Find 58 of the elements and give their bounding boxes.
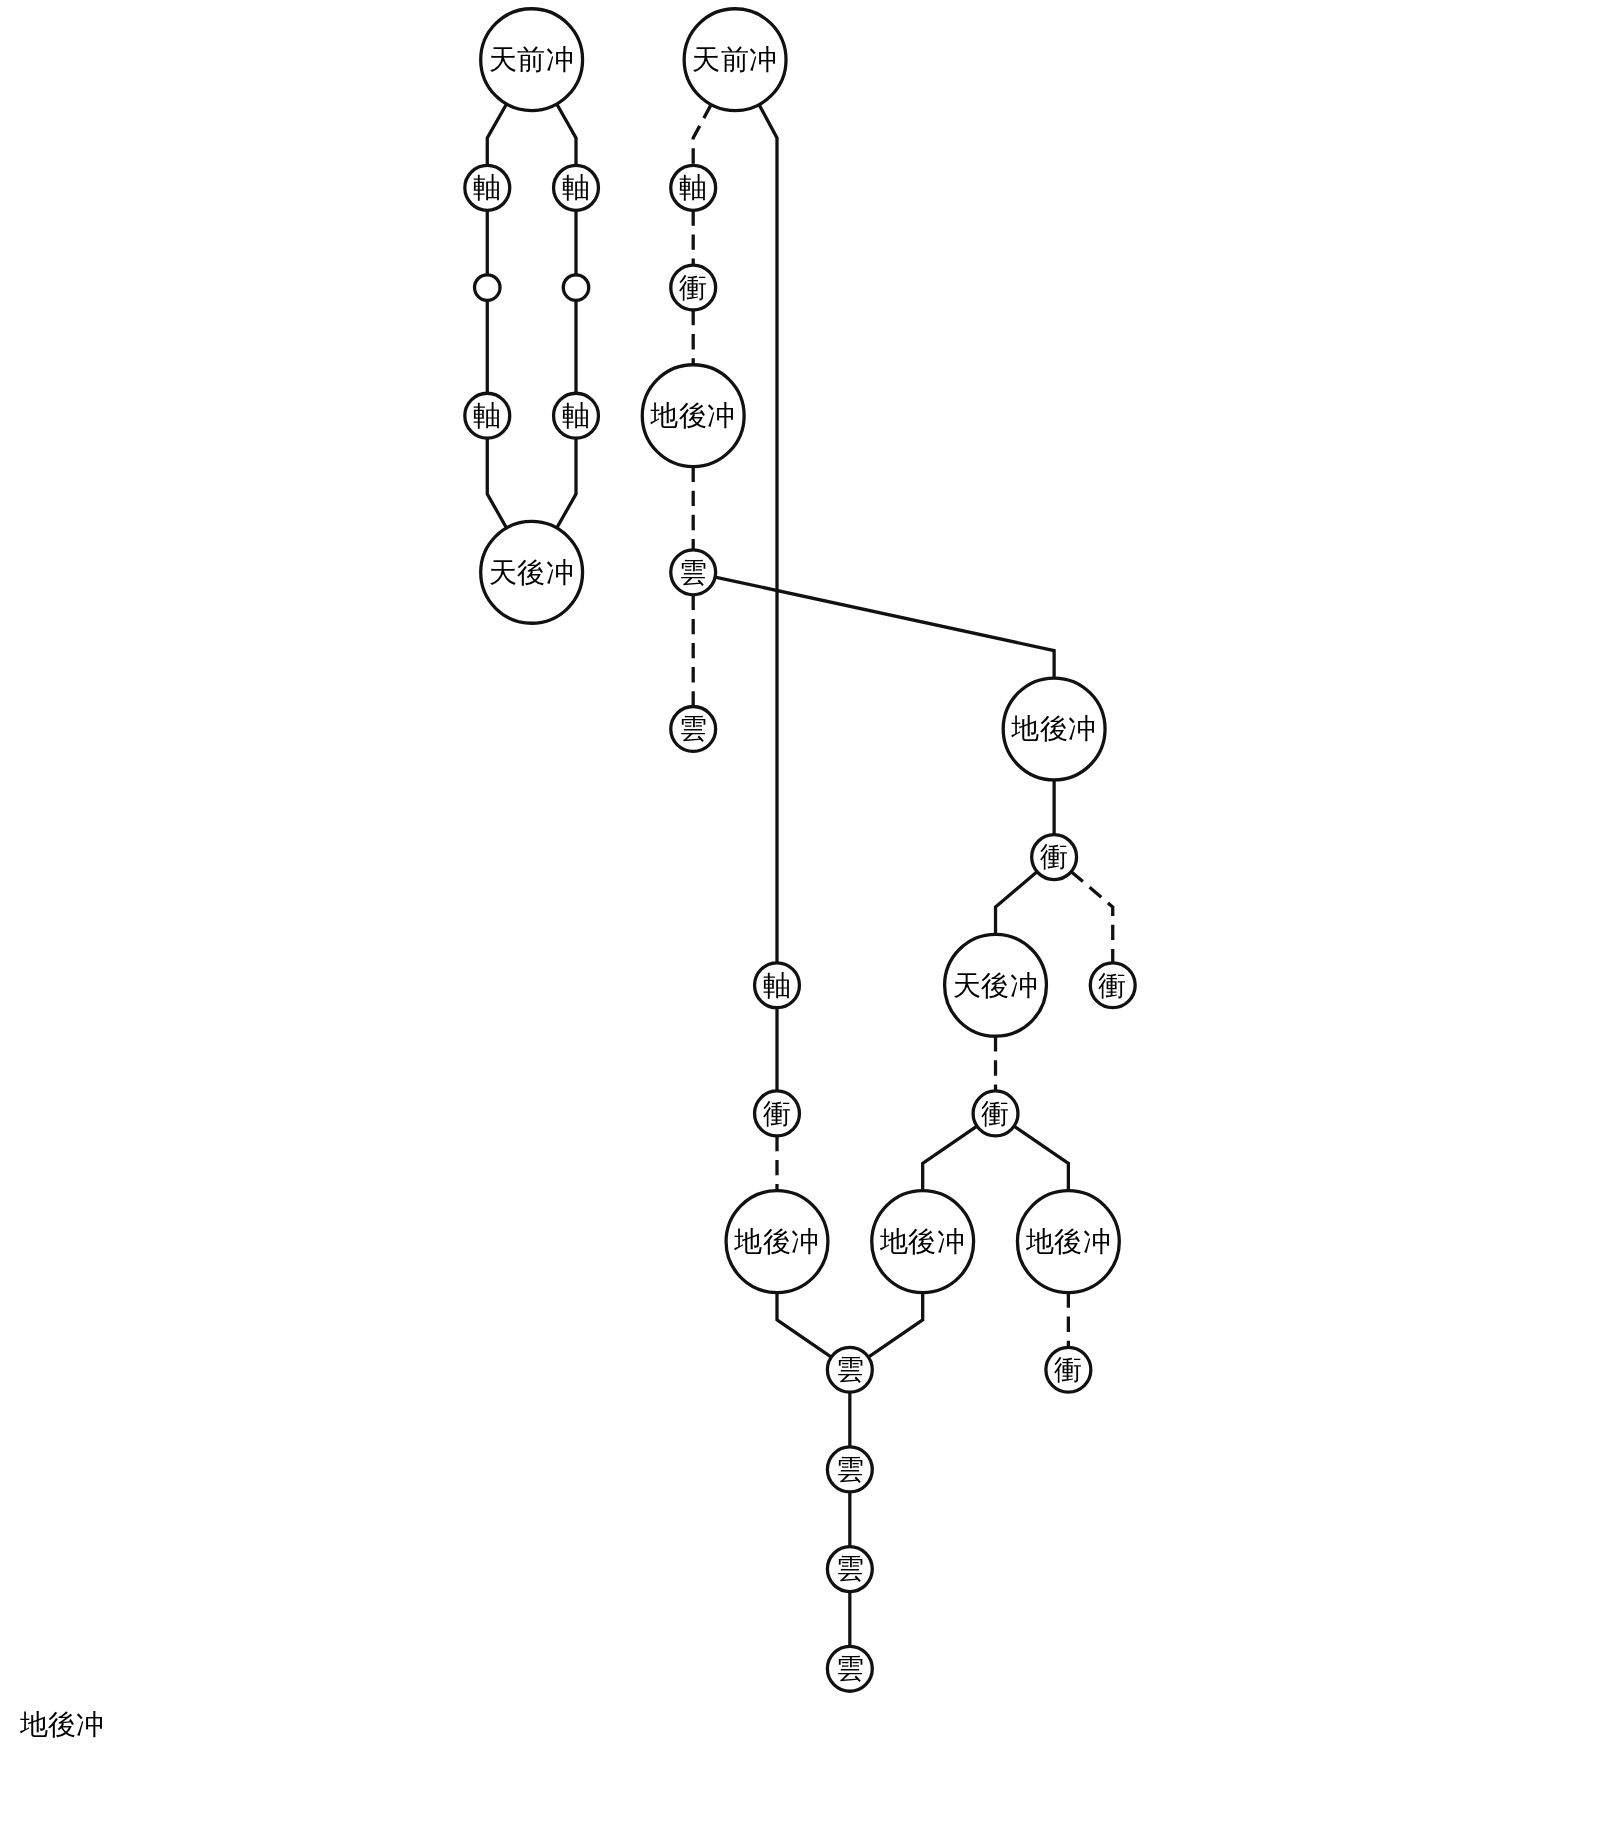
connector — [757, 103, 779, 963]
node-circle: 軸 — [463, 163, 512, 212]
node-circle: 軸 — [752, 961, 802, 1010]
node-circle: 雲 — [825, 1445, 874, 1494]
connector — [691, 103, 713, 166]
node-circle: 天後冲 — [479, 519, 585, 625]
node-circle — [561, 273, 591, 302]
node-circle: 雲 — [669, 704, 718, 754]
connector — [574, 300, 578, 394]
connector — [485, 103, 508, 166]
node-circle: 地後冲 — [1015, 1189, 1121, 1295]
node-circle: 軸 — [551, 391, 601, 440]
connector — [993, 870, 1039, 935]
connector — [848, 1491, 852, 1547]
node-circle: 衝 — [752, 1089, 802, 1138]
node-circle: 雲 — [825, 1545, 874, 1594]
node-circle: 衝 — [1030, 833, 1079, 882]
connector — [691, 310, 695, 365]
connector — [691, 594, 695, 707]
connector — [848, 1591, 852, 1647]
connector — [1070, 870, 1115, 963]
node-circle: 軸 — [551, 163, 601, 212]
node-circle: 雲 — [825, 1345, 874, 1394]
connector — [691, 210, 695, 266]
connector — [867, 1292, 925, 1359]
connector — [485, 210, 489, 275]
connector — [1013, 1124, 1070, 1191]
node-circle: 地後冲 — [1001, 676, 1107, 782]
connector — [485, 300, 489, 394]
connector — [775, 1292, 833, 1359]
connector — [993, 1036, 998, 1091]
connector — [574, 210, 578, 275]
node-circle: 衝 — [971, 1089, 1020, 1138]
node-circle: 雲 — [669, 548, 718, 597]
node-circle: 天前冲 — [479, 7, 585, 113]
connector — [775, 1007, 779, 1091]
node-circle: 軸 — [669, 163, 718, 212]
node-circle: 雲 — [825, 1644, 874, 1693]
connector — [485, 438, 508, 529]
node-circle: 衝 — [1044, 1345, 1093, 1394]
label-text: 地後冲 — [20, 1708, 104, 1741]
connector — [555, 103, 578, 166]
connector — [848, 1392, 852, 1447]
connector — [775, 1135, 779, 1191]
node-circle: 地後冲 — [640, 363, 746, 469]
node-circle: 地後冲 — [724, 1189, 830, 1295]
node-circle: 天後冲 — [942, 932, 1049, 1038]
node-circle: 衝 — [1088, 961, 1137, 1010]
connector — [1052, 779, 1056, 835]
connector — [1066, 1292, 1070, 1348]
node-circle: 衝 — [669, 263, 718, 312]
node-circle: 天前冲 — [682, 7, 788, 113]
node-circle — [472, 273, 502, 302]
node-circle: 地後冲 — [870, 1189, 976, 1295]
node-circle: 軸 — [463, 391, 512, 440]
connector — [921, 1124, 978, 1191]
connector — [691, 466, 695, 550]
connector — [555, 438, 578, 529]
